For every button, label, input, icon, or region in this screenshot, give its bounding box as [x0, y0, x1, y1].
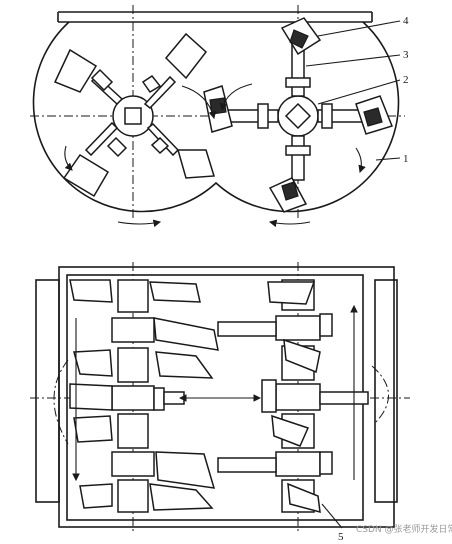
callout-5: 5: [338, 531, 344, 543]
rotation-arrow: [64, 145, 73, 171]
left-shaft: [111, 279, 155, 513]
callout-2: 2: [403, 74, 409, 86]
cross-section-view: 4 3 2 1: [30, 5, 409, 228]
right-shaft-square: [284, 102, 312, 130]
right-end-plate: [374, 279, 398, 503]
callout-4: 4: [403, 15, 409, 27]
left-end-plate: [35, 279, 60, 503]
trough-shell: [32, 21, 400, 213]
right-rotor: [203, 17, 393, 213]
watermark: CSDN @张老师开发日常: [356, 523, 452, 535]
connecting-arm: [217, 457, 277, 473]
callout-1: 1: [403, 153, 409, 165]
left-shaft-square: [124, 107, 142, 125]
side-flow-loop: [53, 359, 69, 445]
left-rotor: [53, 32, 215, 198]
side-flow-loop: [371, 365, 389, 425]
rotation-arrow: [355, 147, 366, 174]
rotation-arrow: [181, 85, 217, 120]
flow-arrow: [117, 219, 162, 228]
connecting-arm: [217, 321, 277, 337]
callout-3: 3: [403, 49, 409, 61]
plan-view: 5: [30, 262, 410, 543]
rotation-arrow: [219, 83, 253, 112]
flow-arrow: [268, 219, 311, 228]
